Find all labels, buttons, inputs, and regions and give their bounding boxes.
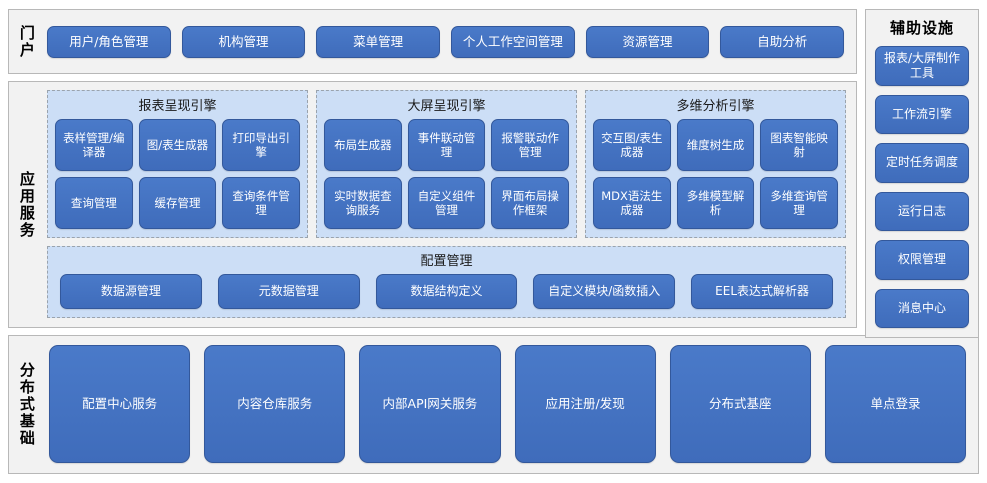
engine-multidim-item-dimension-tree[interactable]: 维度树生成 bbox=[676, 119, 755, 171]
config-management-box: 配置管理 数据源管理 元数据管理 数据结构定义 自定义模块/函数插入 EEL表达… bbox=[47, 246, 846, 318]
engine-bigscreen-item-event-linkage[interactable]: 事件联动管理 bbox=[407, 119, 486, 171]
portal-label: 门户 bbox=[17, 24, 36, 59]
aux-facilities-panel: 辅助设施 报表/大屏制作工具 工作流引擎 定时任务调度 运行日志 权限管理 消息… bbox=[865, 9, 979, 338]
distributed-item-sso[interactable]: 单点登录 bbox=[824, 345, 967, 463]
engine-bigscreen-items: 布局生成器 事件联动管理 报警联动作管理 实时数据查询服务 自定义组件管理 界面… bbox=[324, 119, 569, 229]
config-management-items: 数据源管理 元数据管理 数据结构定义 自定义模块/函数插入 EEL表达式解析器 bbox=[56, 274, 837, 309]
aux-item-workflow-engine[interactable]: 工作流引擎 bbox=[875, 94, 969, 134]
aux-item-message-center[interactable]: 消息中心 bbox=[875, 288, 969, 328]
aux-item-permission-manage[interactable]: 权限管理 bbox=[875, 240, 969, 280]
engine-report-item-cache-manage[interactable]: 缓存管理 bbox=[138, 177, 217, 229]
portal-item-user-role[interactable]: 用户/角色管理 bbox=[47, 25, 171, 58]
app-service-label: 应用服务 bbox=[17, 170, 36, 239]
engine-report-item-chart-generator[interactable]: 图/表生成器 bbox=[138, 119, 217, 171]
config-item-data-structure[interactable]: 数据结构定义 bbox=[375, 274, 518, 309]
distributed-panel: 分布式基础 配置中心服务 内容仓库服务 内部API网关服务 应用注册/发现 分布… bbox=[8, 335, 979, 474]
engines-row: 报表呈现引擎 表样管理/编译器 图/表生成器 打印导出引擎 查询管理 缓存管理 … bbox=[47, 90, 846, 238]
engine-report-item-query-condition[interactable]: 查询条件管理 bbox=[222, 177, 300, 229]
engine-bigscreen-item-layout-generator[interactable]: 布局生成器 bbox=[324, 119, 402, 171]
portal-panel: 门户 用户/角色管理 机构管理 菜单管理 个人工作空间管理 资源管理 自助分析 bbox=[8, 9, 857, 74]
distributed-items: 配置中心服务 内容仓库服务 内部API网关服务 应用注册/发现 分布式基座 单点… bbox=[43, 336, 978, 473]
engine-multidim-item-query-manage[interactable]: 多维查询管理 bbox=[760, 177, 838, 229]
portal-item-self-analysis[interactable]: 自助分析 bbox=[720, 25, 845, 58]
aux-facilities-title: 辅助设施 bbox=[889, 19, 954, 37]
portal-items: 用户/角色管理 机构管理 菜单管理 个人工作空间管理 资源管理 自助分析 bbox=[43, 10, 856, 73]
engine-bigscreen-item-alarm-action[interactable]: 报警联动作管理 bbox=[491, 119, 569, 171]
engine-multidim-item-interactive-chart[interactable]: 交互图/表生成器 bbox=[593, 119, 671, 171]
engine-multidim-item-chart-mapping[interactable]: 图表智能映射 bbox=[760, 119, 838, 171]
engine-bigscreen-item-ui-framework[interactable]: 界面布局操作框架 bbox=[491, 177, 569, 229]
engine-bigscreen-item-custom-component[interactable]: 自定义组件管理 bbox=[407, 177, 486, 229]
distributed-item-content-repo[interactable]: 内容仓库服务 bbox=[204, 345, 346, 463]
portal-item-menu[interactable]: 菜单管理 bbox=[316, 25, 441, 58]
engine-multidim: 多维分析引擎 交互图/表生成器 维度树生成 图表智能映射 MDX语法生成器 多维… bbox=[585, 90, 846, 238]
distributed-item-api-gateway[interactable]: 内部API网关服务 bbox=[359, 345, 501, 463]
engine-multidim-item-model-parser[interactable]: 多维模型解析 bbox=[676, 177, 755, 229]
engine-multidim-items: 交互图/表生成器 维度树生成 图表智能映射 MDX语法生成器 多维模型解析 多维… bbox=[593, 119, 838, 229]
app-service-section: 应用服务 报表呈现引擎 表样管理/编译器 图/表生成器 打印导出引擎 查询管理 … bbox=[8, 81, 979, 328]
config-item-datasource[interactable]: 数据源管理 bbox=[60, 274, 202, 309]
engine-report-item-template-editor[interactable]: 表样管理/编译器 bbox=[55, 119, 133, 171]
engine-bigscreen: 大屏呈现引擎 布局生成器 事件联动管理 报警联动作管理 实时数据查询服务 自定义… bbox=[316, 90, 577, 238]
portal-item-workspace[interactable]: 个人工作空间管理 bbox=[451, 25, 575, 58]
portal-item-resource[interactable]: 资源管理 bbox=[585, 25, 710, 58]
distributed-label: 分布式基础 bbox=[17, 362, 36, 447]
portal-item-org[interactable]: 机构管理 bbox=[181, 25, 306, 58]
engine-report-title: 报表呈现引擎 bbox=[138, 99, 217, 114]
aux-item-task-scheduler[interactable]: 定时任务调度 bbox=[875, 143, 969, 183]
config-item-metadata[interactable]: 元数据管理 bbox=[217, 274, 360, 309]
distributed-item-app-registry[interactable]: 应用注册/发现 bbox=[514, 345, 656, 463]
top-section: 门户 用户/角色管理 机构管理 菜单管理 个人工作空间管理 资源管理 自助分析 bbox=[8, 9, 979, 74]
engine-multidim-title: 多维分析引擎 bbox=[676, 99, 755, 114]
engine-report: 报表呈现引擎 表样管理/编译器 图/表生成器 打印导出引擎 查询管理 缓存管理 … bbox=[47, 90, 308, 238]
engine-report-item-query-manage[interactable]: 查询管理 bbox=[55, 177, 133, 229]
engine-report-item-print-export[interactable]: 打印导出引擎 bbox=[222, 119, 300, 171]
distributed-item-config-center[interactable]: 配置中心服务 bbox=[49, 345, 191, 463]
engine-multidim-item-mdx-generator[interactable]: MDX语法生成器 bbox=[593, 177, 671, 229]
distributed-item-base[interactable]: 分布式基座 bbox=[669, 345, 811, 463]
app-service-body: 报表呈现引擎 表样管理/编译器 图/表生成器 打印导出引擎 查询管理 缓存管理 … bbox=[43, 82, 856, 327]
engine-report-items: 表样管理/编译器 图/表生成器 打印导出引擎 查询管理 缓存管理 查询条件管理 bbox=[55, 119, 300, 229]
config-management-title: 配置管理 bbox=[420, 254, 473, 269]
app-service-panel: 应用服务 报表呈现引擎 表样管理/编译器 图/表生成器 打印导出引擎 查询管理 … bbox=[8, 81, 857, 328]
engine-bigscreen-item-realtime-query[interactable]: 实时数据查询服务 bbox=[324, 177, 402, 229]
engine-bigscreen-title: 大屏呈现引擎 bbox=[407, 99, 486, 114]
aux-item-runtime-log[interactable]: 运行日志 bbox=[875, 191, 969, 231]
aux-facilities-items: 报表/大屏制作工具 工作流引擎 定时任务调度 运行日志 权限管理 消息中心 bbox=[875, 46, 969, 328]
config-item-eel-parser[interactable]: EEL表达式解析器 bbox=[691, 274, 833, 309]
aux-item-report-bigscreen-tool[interactable]: 报表/大屏制作工具 bbox=[875, 46, 969, 86]
config-item-custom-function[interactable]: 自定义模块/函数插入 bbox=[533, 274, 676, 309]
